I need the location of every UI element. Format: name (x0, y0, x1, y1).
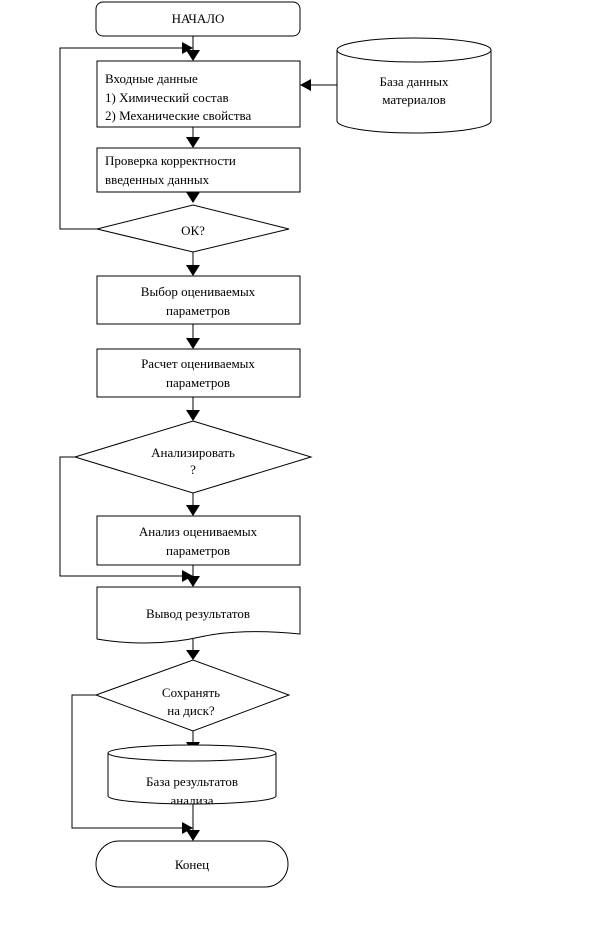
ok-decision: ОК? (96, 204, 290, 253)
results-db-line-2: анализа (171, 793, 214, 808)
analysis-line-1: Анализ оцениваемых (139, 524, 258, 539)
start-terminator: НАЧАЛО (95, 1, 301, 37)
analysis-line-2: параметров (166, 543, 230, 558)
check-block: Проверка корректности введенных данных (96, 147, 301, 193)
calc-params-block: Расчет оцениваемых параметров (96, 348, 301, 398)
start-label: НАЧАЛО (172, 11, 225, 26)
check-line-1: Проверка корректности (105, 153, 236, 168)
input-data-block: Входные данные 1) Химический состав 2) М… (96, 60, 301, 128)
output-label: Вывод результатов (146, 606, 250, 621)
materials-database: База данных материалов (336, 37, 492, 134)
output-document: Вывод результатов (96, 586, 301, 644)
input-line-1: 1) Химический состав (105, 90, 229, 105)
save-line-2: на диск? (167, 703, 215, 718)
analyze-line-2: ? (190, 462, 196, 477)
results-database: База результатов анализа (107, 744, 277, 808)
select-params-line-1: Выбор оцениваемых (141, 284, 256, 299)
analysis-block: Анализ оцениваемых параметров (96, 515, 301, 566)
save-decision: Сохранять на диск? (94, 659, 291, 732)
end-label: Конец (175, 857, 209, 872)
input-title: Входные данные (105, 71, 198, 86)
input-line-2: 2) Механические свойства (105, 108, 251, 123)
check-line-2: введенных данных (105, 172, 210, 187)
analyze-line-1: Анализировать (151, 445, 235, 460)
materials-db-line-2: материалов (382, 92, 446, 107)
select-params-line-2: параметров (166, 303, 230, 318)
calc-params-line-2: параметров (166, 375, 230, 390)
materials-db-line-1: База данных (380, 74, 449, 89)
select-params-block: Выбор оцениваемых параметров (96, 275, 301, 325)
results-db-line-1: База результатов (146, 774, 238, 789)
save-line-1: Сохранять (162, 685, 220, 700)
analyze-decision: Анализировать ? (73, 420, 313, 494)
ok-label: ОК? (181, 223, 205, 238)
end-terminator: Конец (95, 840, 289, 888)
calc-params-line-1: Расчет оцениваемых (141, 356, 255, 371)
